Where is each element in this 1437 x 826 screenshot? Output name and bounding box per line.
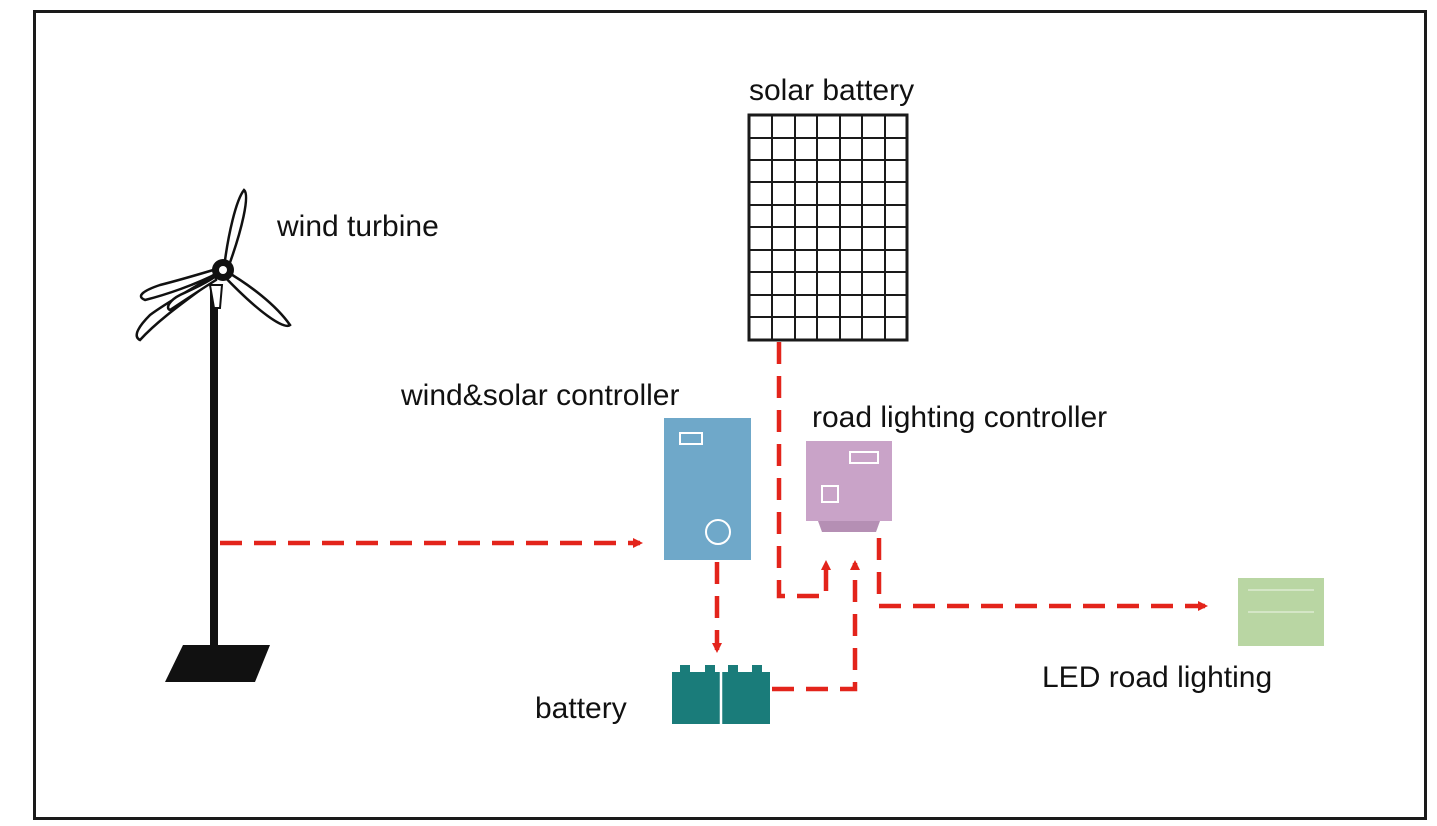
road-lighting-controller-icon xyxy=(806,441,892,532)
turbine-tower xyxy=(210,285,218,647)
turbine-blades xyxy=(135,188,292,342)
wind-solar-controller-label: wind&solar controller xyxy=(401,379,680,412)
wind-solar-controller-icon xyxy=(664,418,751,560)
turbine-base xyxy=(165,645,270,682)
wind-turbine-icon xyxy=(135,188,292,682)
solar-panel-icon xyxy=(747,113,909,342)
battery-icon xyxy=(672,665,770,724)
arrow-solar-to-road-controller xyxy=(776,342,831,599)
arrow-road-controller-to-led xyxy=(876,538,1208,611)
solar-panel-grid xyxy=(749,115,907,340)
led-light-icon xyxy=(1238,578,1324,646)
solar-battery-label: solar battery xyxy=(749,74,915,107)
led-road-lighting-label: LED road lighting xyxy=(1042,661,1273,694)
arrow-battery-to-road-controller xyxy=(772,560,860,692)
road-lighting-controller-label: road lighting controller xyxy=(812,401,1108,434)
wind-turbine-label: wind turbine xyxy=(277,210,439,243)
battery-label: battery xyxy=(535,692,627,725)
